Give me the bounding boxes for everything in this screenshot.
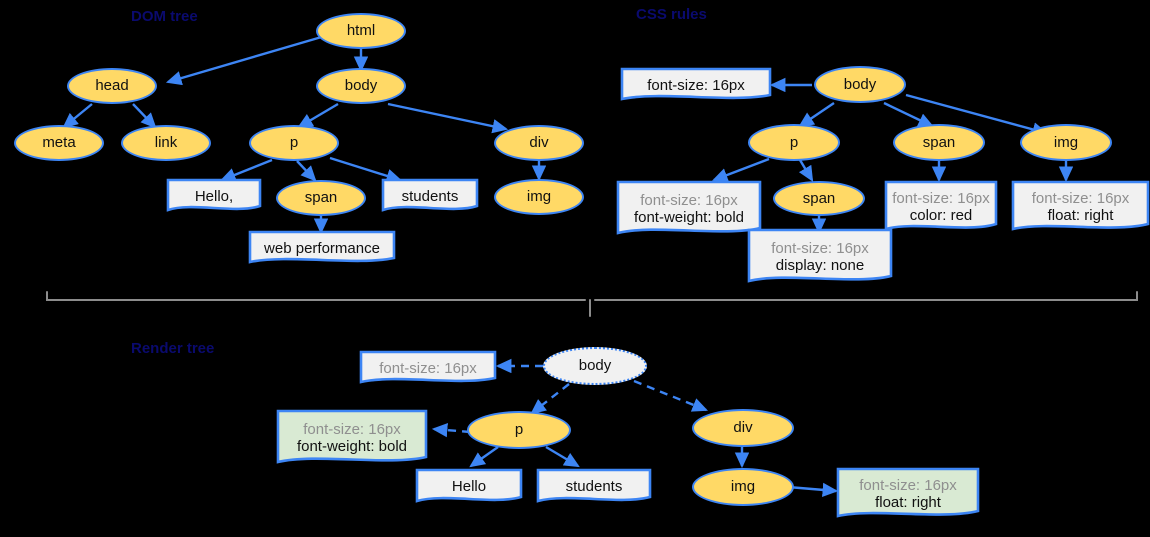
note-line: font-size: 16px <box>892 189 990 207</box>
dom-text-hello: Hello, <box>166 178 262 215</box>
note-line: display: none <box>775 257 865 274</box>
css-node-body[interactable]: body <box>814 66 906 103</box>
render-note-p: font-size: 16px font-weight: bold <box>276 409 428 467</box>
render-node-div[interactable]: div <box>692 409 794 447</box>
note-line: font-weight: bold <box>633 209 745 226</box>
note-line: font-size: 16px <box>379 359 477 377</box>
render-note-body: font-size: 16px <box>359 350 497 387</box>
note-shape <box>616 180 762 235</box>
note-line: Hello, <box>194 187 234 205</box>
note-line: float: right <box>875 494 941 511</box>
note-line: Hello <box>451 478 487 496</box>
css-node-span[interactable]: span <box>893 124 985 161</box>
note-line: students <box>401 187 459 205</box>
section-brace <box>46 291 1138 317</box>
css-note-span: font-size: 16px color: red <box>884 180 998 234</box>
note-shape <box>1011 180 1150 231</box>
render-node-body[interactable]: body <box>543 347 647 385</box>
render-node-img[interactable]: img <box>692 468 794 506</box>
note-shape <box>836 467 980 518</box>
note-line: font-size: 16px <box>303 420 401 438</box>
dom-node-link[interactable]: link <box>121 125 211 161</box>
note-shape <box>276 409 428 464</box>
note-shape <box>747 228 893 283</box>
note-shape <box>381 178 479 212</box>
note-shape <box>248 230 396 264</box>
dom-node-html[interactable]: html <box>316 13 406 49</box>
note-line: font-weight: bold <box>296 438 408 455</box>
render-node-p[interactable]: p <box>467 411 571 449</box>
dom-node-body[interactable]: body <box>316 68 406 104</box>
caption-dom-tree: DOM tree <box>131 8 198 25</box>
note-line: students <box>565 478 623 496</box>
note-line: font-size: 16px <box>640 191 738 209</box>
note-line: web performance <box>264 239 380 257</box>
caption-css-rules: CSS rules <box>636 6 707 23</box>
caption-render-tree: Render tree <box>131 340 215 357</box>
dom-node-div[interactable]: div <box>494 125 584 161</box>
note-line: font-size: 16px <box>771 239 869 257</box>
note-line: font-size: 16px <box>859 476 957 494</box>
note-line: float: right <box>1047 207 1114 224</box>
dom-text-students: students <box>381 178 479 215</box>
css-node-img[interactable]: img <box>1020 124 1112 161</box>
note-line: color: red <box>909 207 973 224</box>
render-text-hello: Hello <box>415 468 523 506</box>
dom-node-p[interactable]: p <box>249 125 339 161</box>
dom-node-meta[interactable]: meta <box>14 125 104 161</box>
dom-node-img[interactable]: img <box>494 179 584 215</box>
note-line: font-size: 16px <box>1031 189 1130 207</box>
render-text-students: students <box>536 468 652 506</box>
css-node-p[interactable]: p <box>748 124 840 161</box>
css-note-p: font-size: 16px font-weight: bold <box>616 180 762 238</box>
note-shape <box>536 468 652 503</box>
dom-node-span[interactable]: span <box>276 180 366 216</box>
css-note-img: font-size: 16px float: right <box>1011 180 1150 234</box>
css-note-span-child: font-size: 16px display: none <box>747 228 893 286</box>
note-shape <box>620 67 772 101</box>
note-shape <box>415 468 523 503</box>
note-shape <box>884 180 998 231</box>
dom-node-head[interactable]: head <box>67 68 157 104</box>
note-line: font-size: 16px <box>647 76 745 94</box>
render-note-img: font-size: 16px float: right <box>836 467 980 521</box>
note-shape <box>359 350 497 384</box>
css-node-span-child[interactable]: span <box>773 181 865 216</box>
dom-text-web-performance: web performance <box>248 230 396 267</box>
note-shape <box>166 178 262 212</box>
css-note-body: font-size: 16px <box>620 67 772 104</box>
